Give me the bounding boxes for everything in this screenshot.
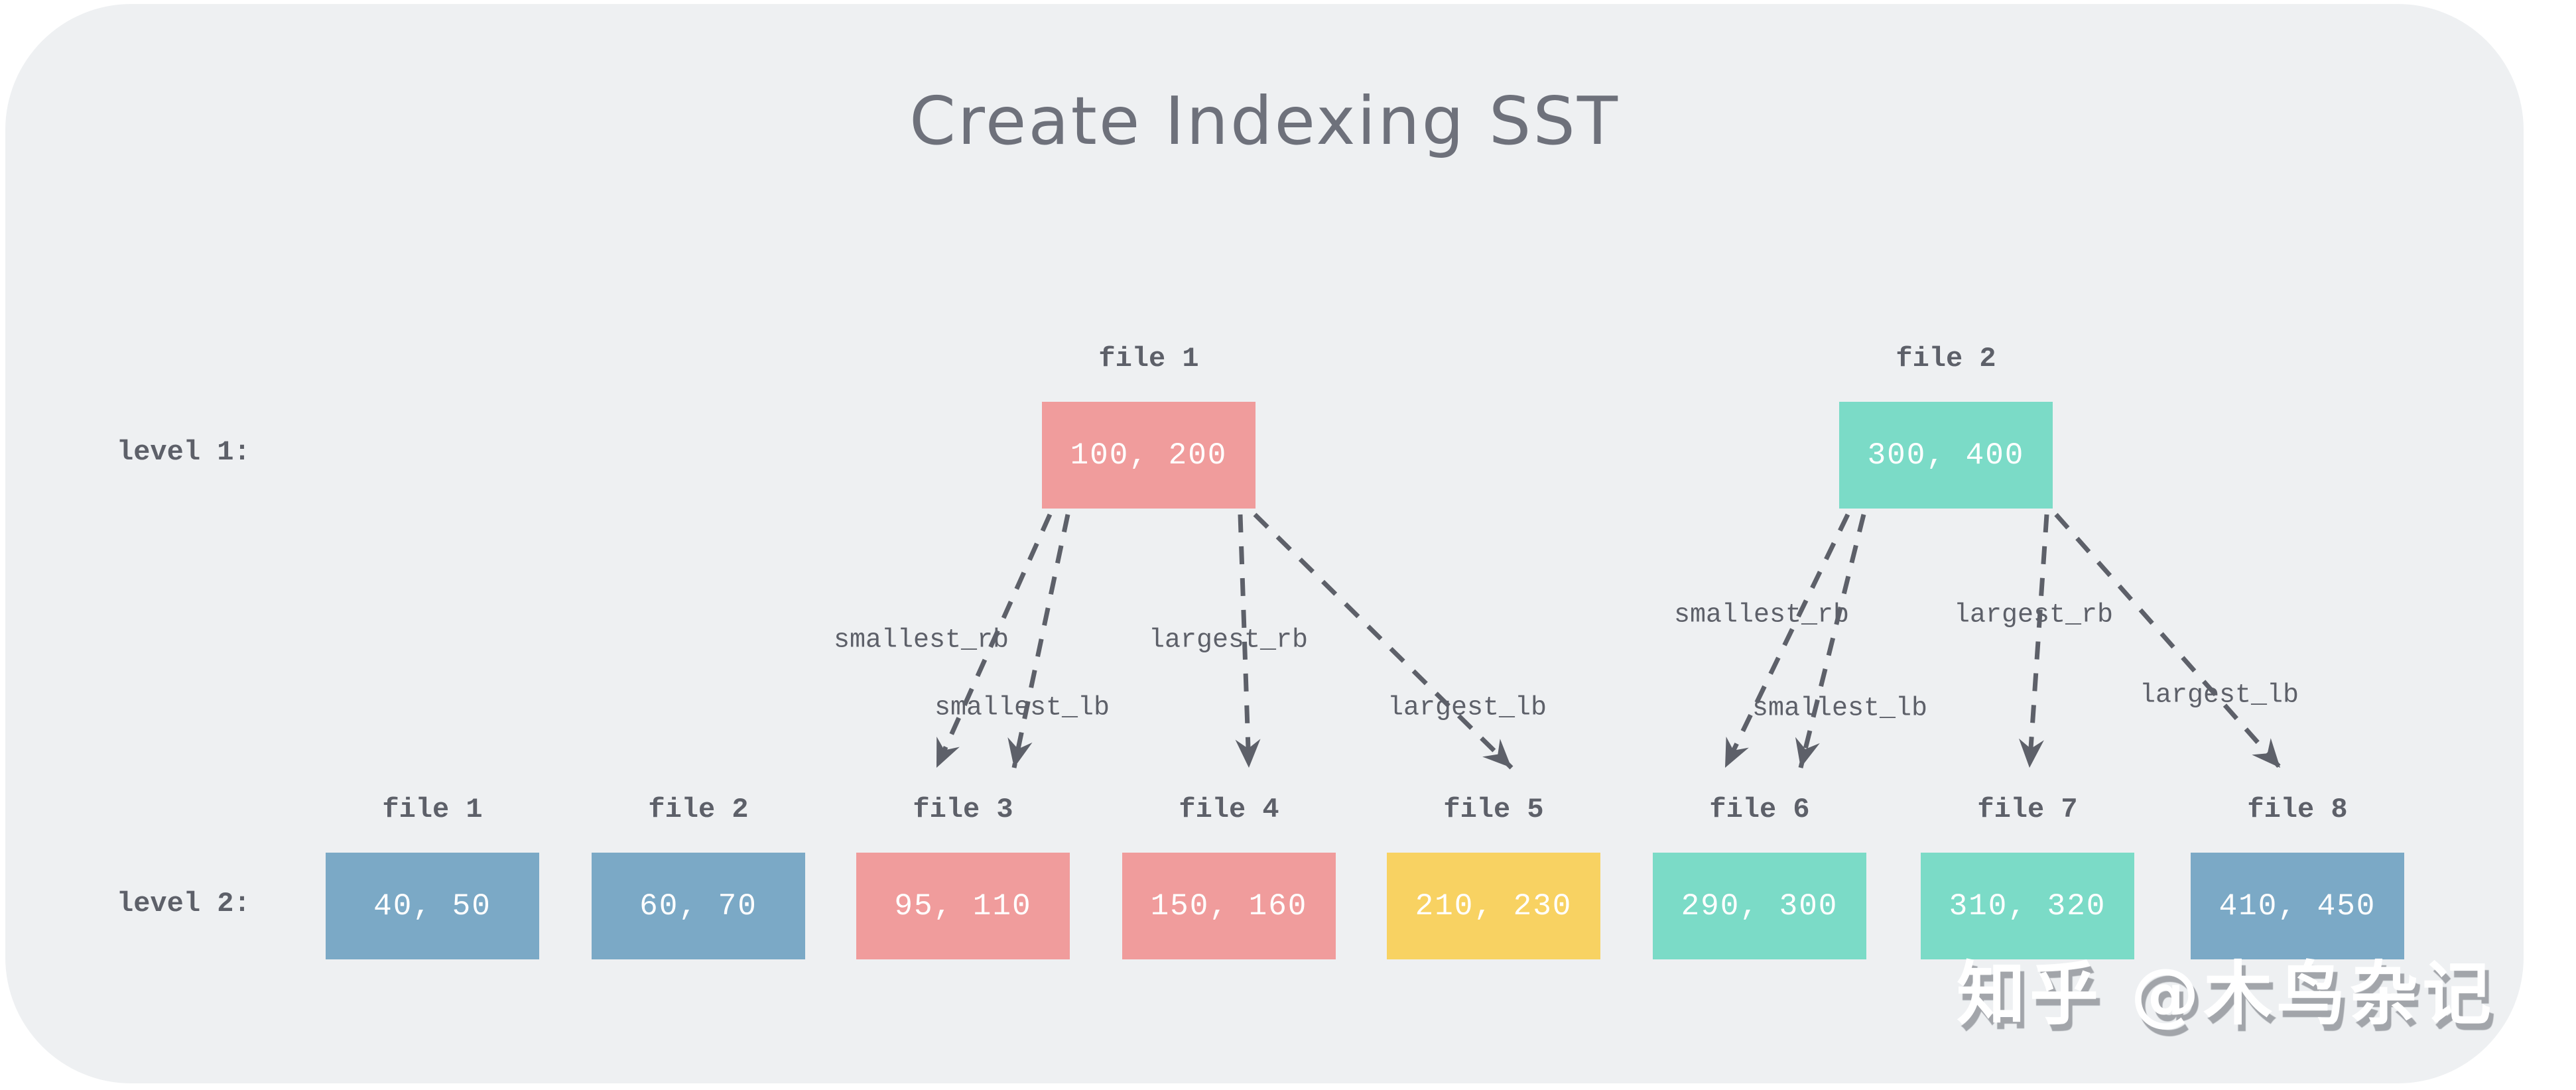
label-largest-rb-right: largest_rb (1953, 600, 2114, 631)
file-name-label: file 6 (1709, 794, 1810, 825)
level2-file-5: file 5 210, 230 (1387, 793, 1600, 959)
sst-box: 300, 400 (1839, 402, 2053, 509)
label-smallest-rb-left: smallest_rb (833, 625, 1009, 656)
level2-file-1: file 1 40, 50 (326, 793, 539, 959)
level1-file-2: file 2 300, 400 (1839, 342, 2053, 509)
file-name-label: file 5 (1443, 794, 1544, 825)
sst-box: 210, 230 (1387, 853, 1600, 959)
arrow-file1-smallest-lb (1007, 514, 1070, 768)
file-name-label: file 8 (2247, 794, 2348, 825)
arrow-file2-largest-lb (2054, 513, 2282, 770)
file-name-label: file 2 (1896, 343, 1996, 375)
key-range: 100, 200 (1070, 438, 1228, 473)
label-smallest-lb-right: smallest_lb (1752, 694, 1928, 724)
sst-box: 95, 110 (856, 853, 1070, 959)
sst-box: 290, 300 (1653, 853, 1866, 959)
label-smallest-lb-left: smallest_lb (934, 693, 1110, 723)
key-range: 290, 300 (1681, 888, 1838, 924)
file-name-label: file 7 (1977, 794, 2078, 825)
label-largest-rb-left: largest_rb (1148, 625, 1309, 656)
label-largest-lb-left: largest_lb (1387, 693, 1547, 723)
file-name-label: file 2 (648, 794, 749, 825)
diagram-panel: Create Indexing SST level 1: level 2: fi… (5, 4, 2524, 1083)
file-name-label: file 1 (1098, 343, 1199, 375)
label-largest-lb-right: largest_lb (2139, 680, 2299, 711)
file-name-label: file 1 (382, 794, 483, 825)
label-smallest-rb-right: smallest_rb (1673, 600, 1850, 631)
arrow-file2-smallest-rb (1722, 513, 1850, 769)
arrow-file2-largest-rb (2018, 514, 2049, 768)
zhihu-watermark: 知乎 @木鸟杂记 (1957, 953, 2496, 1034)
sst-box: 150, 160 (1122, 853, 1336, 959)
level2-file-7: file 7 310, 320 (1921, 793, 2134, 959)
key-range: 60, 70 (639, 888, 757, 924)
key-range: 40, 50 (373, 888, 491, 924)
key-range: 310, 320 (1949, 888, 2106, 924)
key-range: 410, 450 (2219, 888, 2376, 924)
key-range: 210, 230 (1415, 888, 1573, 924)
sst-box: 410, 450 (2191, 853, 2404, 959)
sst-box: 60, 70 (592, 853, 805, 959)
key-range: 150, 160 (1150, 888, 1308, 924)
level-1-row-label: level 1: (117, 436, 251, 468)
diagram-title: Create Indexing SST (909, 82, 1620, 160)
level-2-row-label: level 2: (117, 888, 251, 920)
sst-box: 40, 50 (326, 853, 539, 959)
level2-file-2: file 2 60, 70 (592, 793, 805, 959)
key-range: 95, 110 (894, 888, 1032, 924)
sst-box: 310, 320 (1921, 853, 2134, 959)
sst-box: 100, 200 (1042, 402, 1256, 509)
level2-file-3: file 3 95, 110 (856, 793, 1070, 959)
file-name-label: file 3 (913, 794, 1013, 825)
arrow-file2-smallest-lb (1795, 514, 1866, 768)
level2-file-8: file 8 410, 450 (2191, 793, 2404, 959)
level2-file-6: file 6 290, 300 (1653, 793, 1866, 959)
key-range: 300, 400 (1867, 438, 2025, 473)
level2-file-4: file 4 150, 160 (1122, 793, 1336, 959)
level1-file-1: file 1 100, 200 (1042, 342, 1256, 509)
file-name-label: file 4 (1179, 794, 1279, 825)
